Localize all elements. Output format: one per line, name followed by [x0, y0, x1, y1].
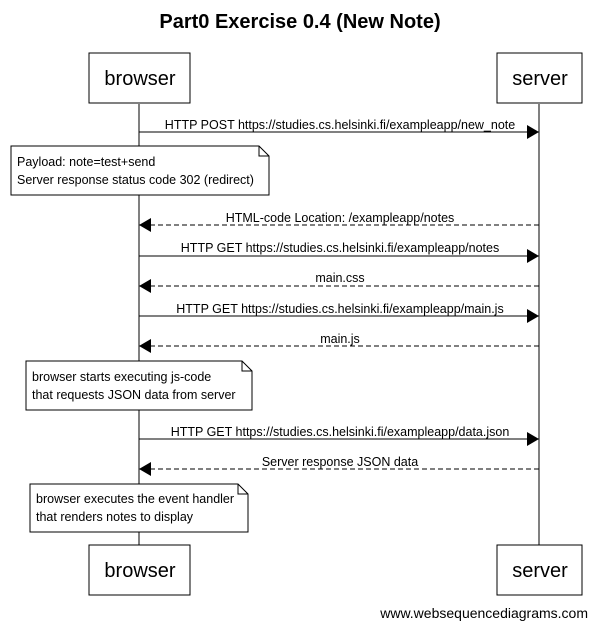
message-label: HTTP GET https://studies.cs.helsinki.fi/…: [181, 241, 499, 255]
message-label: main.js: [320, 332, 360, 346]
message-get-notes: HTTP GET https://studies.cs.helsinki.fi/…: [139, 241, 539, 263]
message-get-main-js: HTTP GET https://studies.cs.helsinki.fi/…: [139, 302, 539, 323]
note-event-handler: browser executes the event handler that …: [29, 483, 249, 533]
note-payload: Payload: note=test+send Server response …: [10, 145, 270, 196]
participant-server-bottom: server: [496, 544, 583, 596]
diagram-title: Part0 Exercise 0.4 (New Note): [159, 11, 440, 33]
participant-browser-bottom: browser: [88, 544, 191, 596]
message-html-location: HTML-code Location: /exampleapp/notes: [139, 211, 539, 232]
participant-label: server: [512, 560, 568, 582]
message-label: main.css: [315, 271, 364, 285]
participant-label: browser: [104, 68, 175, 90]
watermark: www.websequencediagrams.com: [379, 605, 588, 621]
message-get-data-json: HTTP GET https://studies.cs.helsinki.fi/…: [139, 425, 539, 446]
note-line: Server response status code 302 (redirec…: [17, 173, 254, 187]
message-label: Server response JSON data: [262, 455, 418, 469]
message-label: HTTP POST https://studies.cs.helsinki.fi…: [165, 118, 515, 132]
message-label: HTTP GET https://studies.cs.helsinki.fi/…: [176, 302, 503, 316]
message-main-js: main.js: [139, 332, 539, 353]
note-line: that requests JSON data from server: [32, 388, 236, 402]
message-main-css: main.css: [139, 271, 539, 293]
message-post-new-note: HTTP POST https://studies.cs.helsinki.fi…: [139, 118, 539, 139]
note-line: Payload: note=test+send: [17, 155, 155, 169]
note-line: browser starts executing js-code: [32, 370, 211, 384]
note-line: browser executes the event handler: [36, 492, 234, 506]
note-js-execution: browser starts executing js-code that re…: [25, 360, 253, 411]
participant-server-top: server: [496, 52, 583, 104]
note-line: that renders notes to display: [36, 510, 194, 524]
participant-label: browser: [104, 560, 175, 582]
participant-label: server: [512, 68, 568, 90]
participant-browser-top: browser: [88, 52, 191, 104]
message-label: HTTP GET https://studies.cs.helsinki.fi/…: [171, 425, 510, 439]
message-json-response: Server response JSON data: [139, 455, 539, 476]
message-label: HTML-code Location: /exampleapp/notes: [226, 211, 455, 225]
